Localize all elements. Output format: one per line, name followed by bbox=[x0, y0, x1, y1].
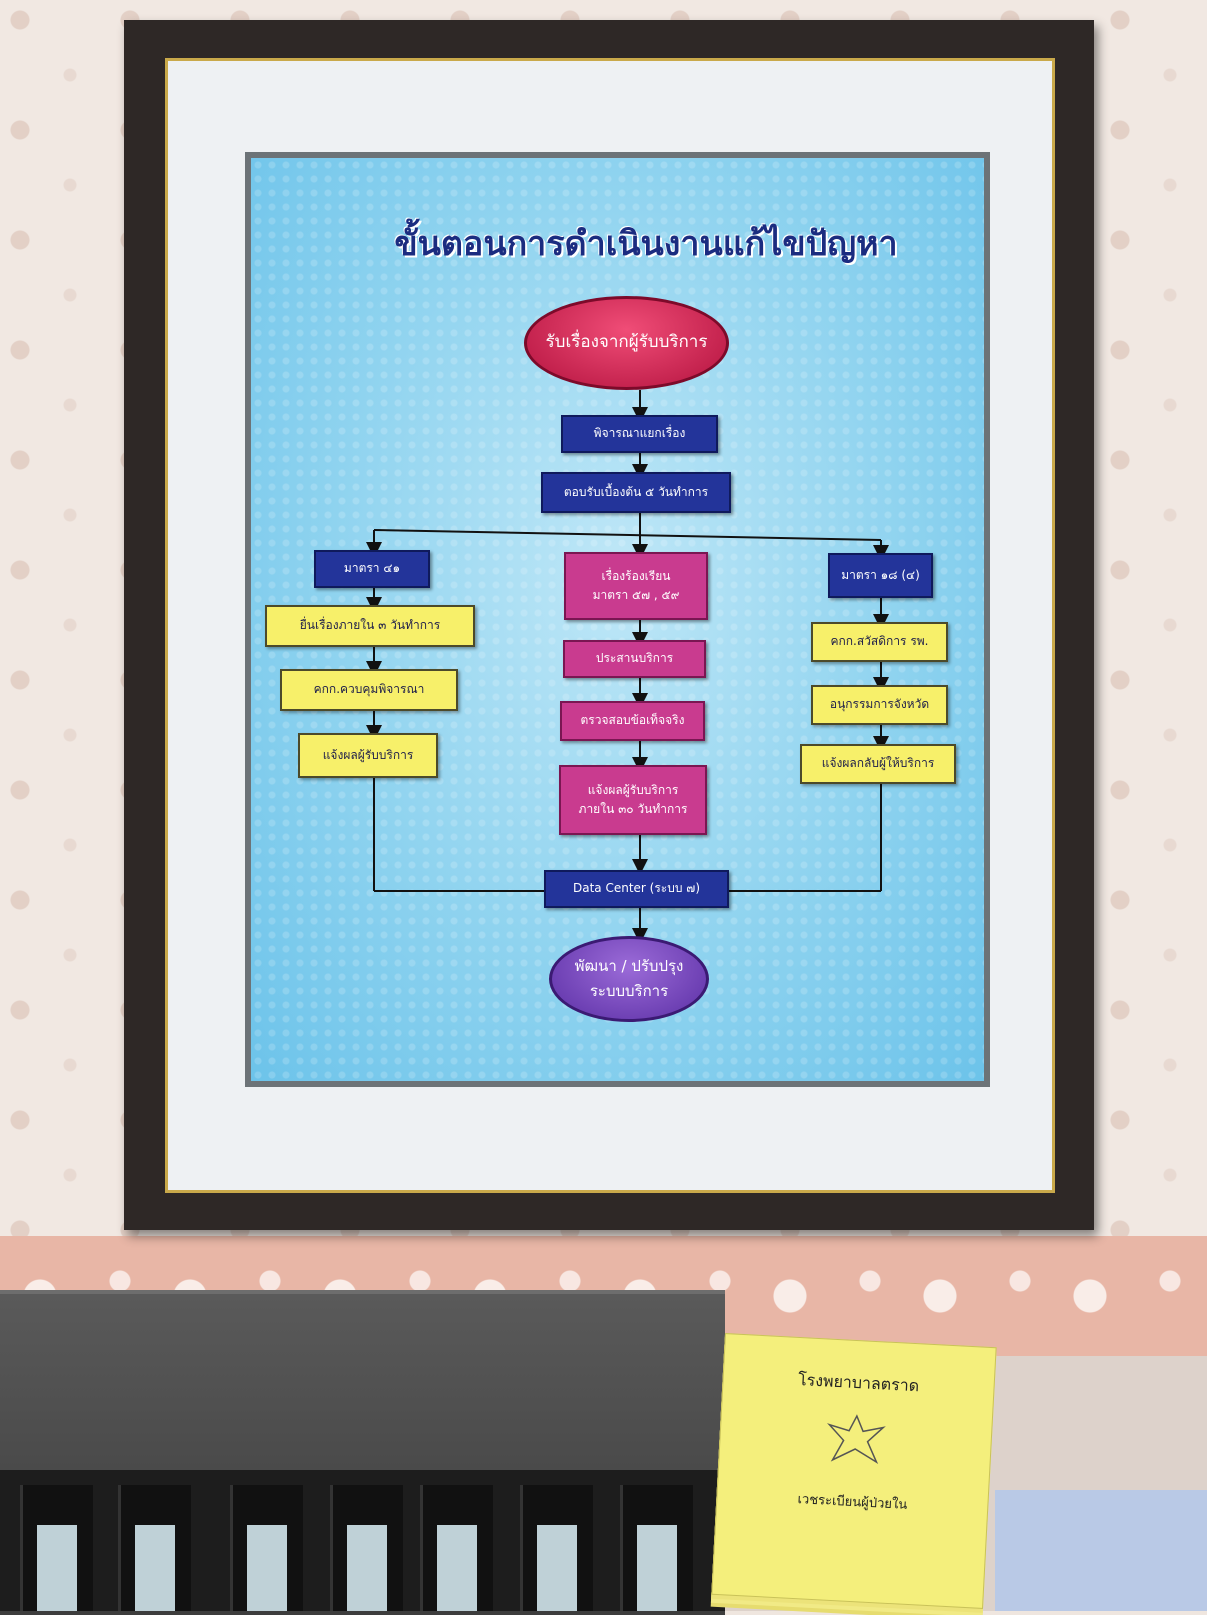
center-step1-box: ประสานบริการ bbox=[563, 640, 706, 678]
left-step3-box: แจ้งผลผู้รับบริการ bbox=[298, 733, 438, 778]
binder bbox=[330, 1485, 403, 1611]
right-step3-box: แจ้งผลกลับผู้ให้บริการ bbox=[800, 744, 956, 784]
flowchart-poster: ขั้นตอนการดำเนินงานแก้ไขปัญหา รับเรื่องจ… bbox=[245, 152, 990, 1087]
initial-reply-box: ตอบรับเบื้องต้น ๕ วันทำการ bbox=[541, 472, 731, 513]
right-step1-box: คกก.สวัสดิการ รพ. bbox=[811, 622, 948, 662]
left-header-box: มาตรา ๔๑ bbox=[314, 550, 430, 588]
binder bbox=[20, 1485, 93, 1611]
binder bbox=[520, 1485, 593, 1611]
center-step3-box: แจ้งผลผู้รับบริการ ภายใน ๓๐ วันทำการ bbox=[559, 765, 707, 835]
document-subtitle: เวชระเบียนผู้ป่วยใน bbox=[797, 1492, 908, 1513]
center-step2-box: ตรวจสอบข้อเท็จจริง bbox=[560, 701, 705, 741]
yellow-document-stack: โรงพยาบาลตราด เวชระเบียนผู้ป่วยใน bbox=[711, 1333, 997, 1609]
binder bbox=[620, 1485, 693, 1611]
left-step2-box: คกก.ควบคุมพิจารณา bbox=[280, 669, 458, 711]
end-line2: ระบบบริการ bbox=[589, 982, 669, 1000]
data-center-box: Data Center (ระบบ ๗) bbox=[544, 870, 729, 908]
document-title: โรงพยาบาลตราด bbox=[797, 1369, 920, 1396]
binder bbox=[118, 1485, 191, 1611]
blue-tray bbox=[995, 1490, 1207, 1611]
right-header-box: มาตรา ๑๘ (๔) bbox=[828, 553, 933, 598]
end-oval: พัฒนา / ปรับปรุง ระบบบริการ bbox=[549, 936, 709, 1022]
center-step3-line2: ภายใน ๓๐ วันทำการ bbox=[578, 802, 688, 816]
center-header-box: เรื่องร้องเรียน มาตรา ๕๗ , ๕๙ bbox=[564, 552, 708, 620]
flowchart-connectors bbox=[366, 390, 889, 944]
center-step3-line1: แจ้งผลผู้รับบริการ bbox=[587, 782, 679, 797]
center-header-line2: มาตรา ๕๗ , ๕๙ bbox=[592, 588, 680, 602]
binder bbox=[420, 1485, 493, 1611]
poster-title: ขั้นตอนการดำเนินงานแก้ไขปัญหา bbox=[394, 224, 898, 264]
left-step1-box: ยื่นเรื่องภายใน ๓ วันทำการ bbox=[265, 605, 475, 647]
garuda-emblem-icon bbox=[827, 1414, 886, 1465]
classify-box: พิจารณาแยกเรื่อง bbox=[561, 415, 718, 453]
center-header-line1: เรื่องร้องเรียน bbox=[601, 568, 671, 583]
start-oval: รับเรื่องจากผู้รับบริการ bbox=[524, 296, 729, 390]
right-step2-box: อนุกรรมการจังหวัด bbox=[811, 685, 948, 725]
binder bbox=[230, 1485, 303, 1611]
end-line1: พัฒนา / ปรับปรุง bbox=[574, 956, 684, 975]
